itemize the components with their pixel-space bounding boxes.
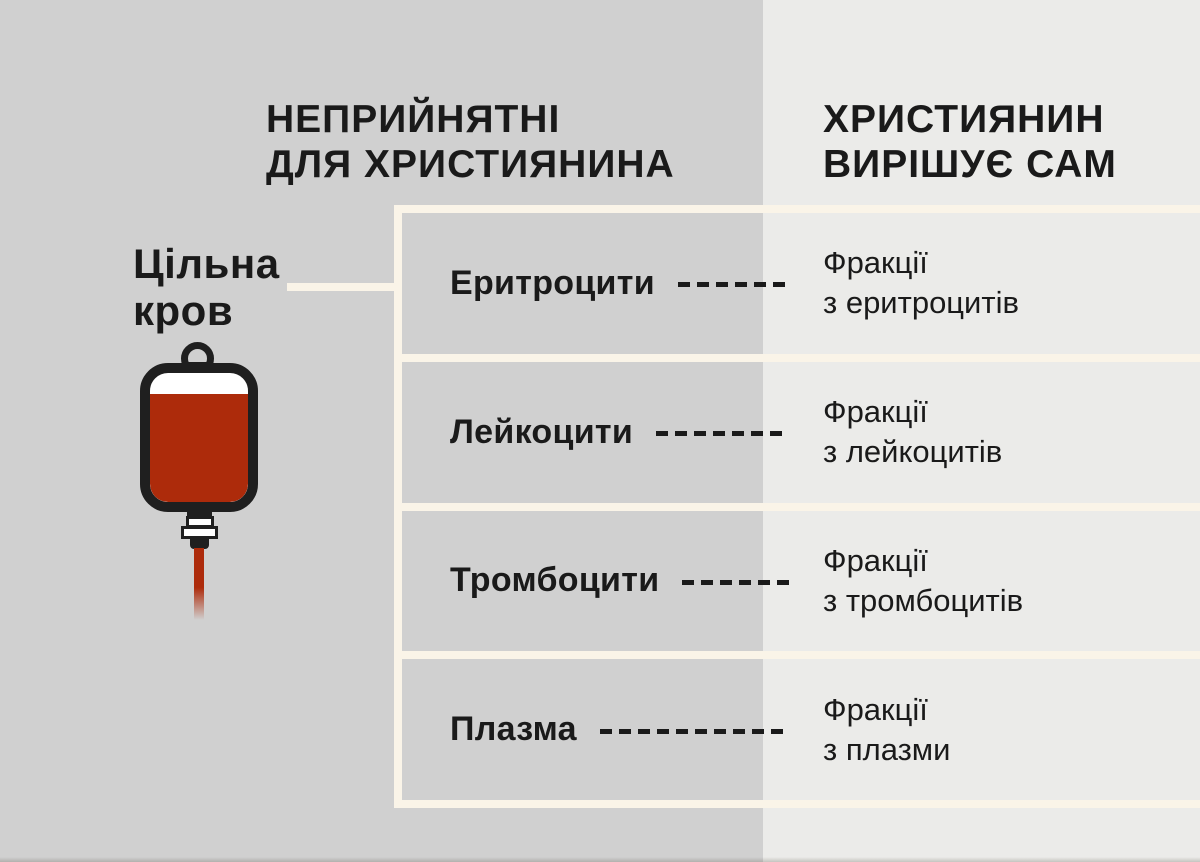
component-label: Еритроцити xyxy=(450,263,655,302)
bag-port-tip xyxy=(190,538,209,549)
blood-component-row: Лейкоцити Фракції з лейкоцитів xyxy=(402,361,1200,503)
blood-component-row: Плазма Фракції з плазми xyxy=(402,659,1200,800)
blood-bag-icon xyxy=(140,340,258,622)
bag-port-stub xyxy=(187,511,212,518)
connector-line xyxy=(287,283,395,291)
dash-connector-line xyxy=(656,431,783,437)
fraction-label: Фракції з плазми xyxy=(823,691,951,767)
bag-port-flange-bottom xyxy=(181,526,218,539)
dash-connector-line xyxy=(682,579,790,585)
bottom-shadow-edge xyxy=(0,857,1200,862)
blood-component-row: Тромбоцити Фракції з тромбоцитів xyxy=(402,510,1200,652)
fraction-label: Фракції з тромбоцитів xyxy=(823,542,1024,618)
bag-body xyxy=(140,363,258,512)
components-panel: Еритроцити Фракції з еритроцитів Лейкоци… xyxy=(394,205,1200,808)
column-header-unacceptable: НЕПРИЙНЯТНІ ДЛЯ ХРИСТИЯНИНА xyxy=(266,98,675,186)
bag-blood-fill xyxy=(150,393,248,502)
blood-component-row: Еритроцити Фракції з еритроцитів xyxy=(402,213,1200,354)
component-label: Тромбоцити xyxy=(450,561,660,600)
component-label: Лейкоцити xyxy=(450,412,634,451)
whole-blood-label: Цільна кров xyxy=(133,240,280,334)
fraction-label: Фракції з лейкоцитів xyxy=(823,394,1003,470)
bag-tube xyxy=(194,548,204,620)
dash-connector-line xyxy=(677,282,785,288)
fraction-label: Фракції з еритроцитів xyxy=(823,245,1019,321)
column-header-decide-self: ХРИСТИЯНИН ВИРІШУЄ САМ xyxy=(823,98,1117,186)
component-label: Плазма xyxy=(450,710,577,749)
dash-connector-line xyxy=(599,728,783,734)
